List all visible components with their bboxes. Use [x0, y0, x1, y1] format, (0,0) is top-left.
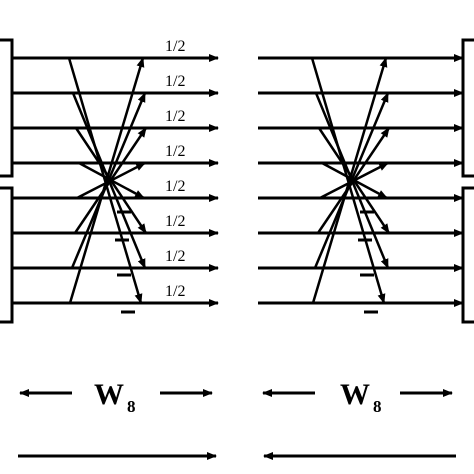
left-stage-output-label-8: 1/2: [165, 283, 185, 300]
right-stage-diagonal-1: [310, 57, 386, 304]
left-stage-diagonal-1: [67, 57, 143, 304]
right-lower-block: [461, 186, 474, 324]
left-stage-output-label-3: 1/2: [165, 108, 185, 125]
right-stage-diagonal-8: [319, 161, 389, 200]
left-stage-diagonal-8: [76, 161, 146, 200]
left-stage-output-label-1: 1/2: [165, 38, 185, 55]
right-upper-block: [461, 38, 474, 178]
left-stage-output-label-7: 1/2: [165, 248, 185, 265]
right-stage-diagonal-5: [311, 57, 388, 304]
left-stage-output-label-2: 1/2: [165, 73, 185, 90]
left-upper-block: [0, 38, 14, 178]
right-butterfly-stage: [258, 54, 464, 314]
left-butterfly-stage: 1/2 1/2 1/2 1/2 1/2 1/2 1/2 1/2: [12, 38, 219, 314]
left-stage-output-label-5: 1/2: [165, 178, 185, 195]
left-stage-diagonal-5: [68, 57, 145, 304]
left-stage-output-label-4: 1/2: [165, 143, 185, 160]
left-stage-output-label-6: 1/2: [165, 213, 185, 230]
left-lower-block: [0, 186, 14, 324]
